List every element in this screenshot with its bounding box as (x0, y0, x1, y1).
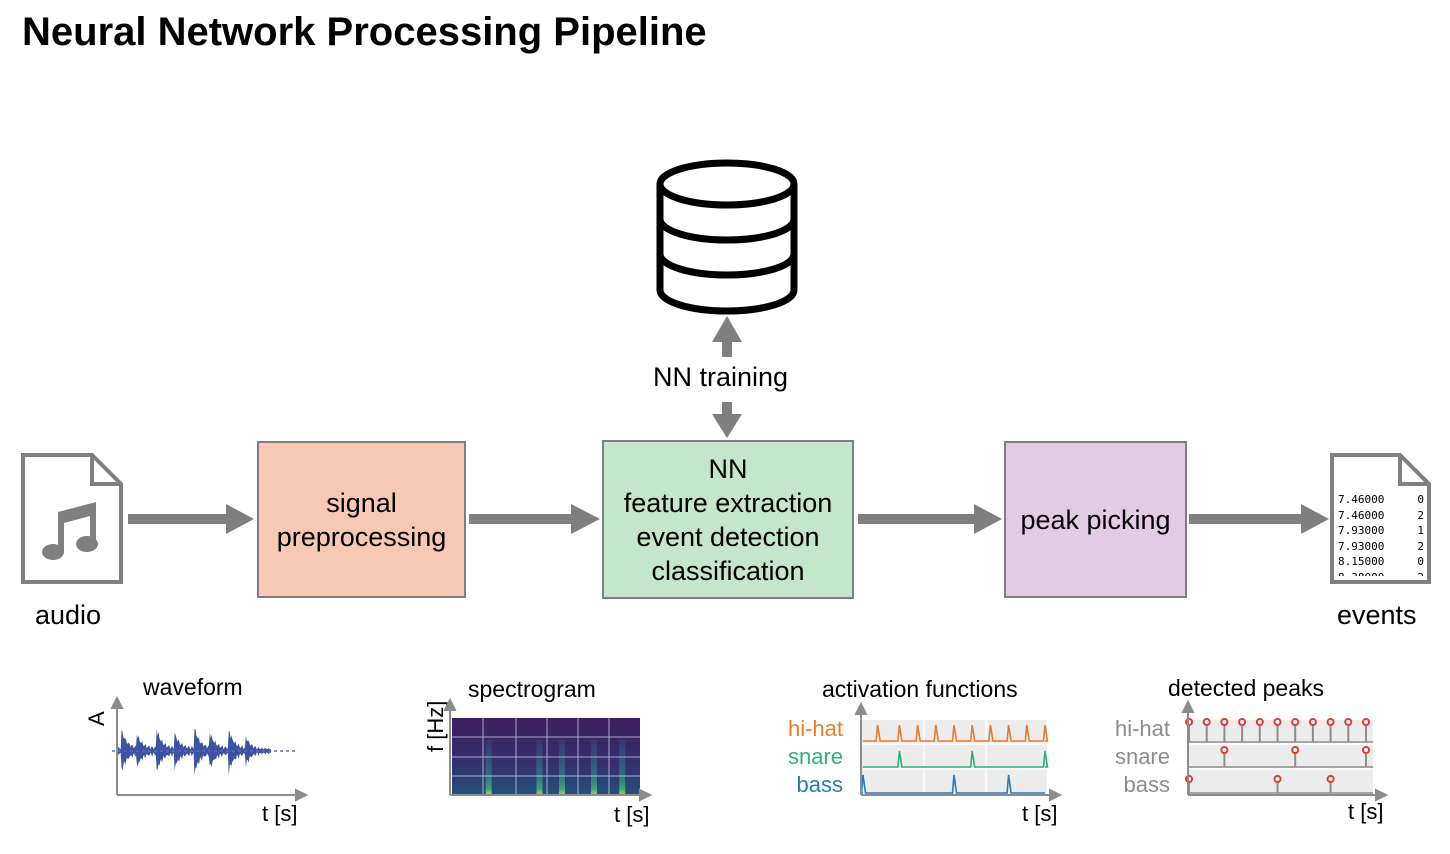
events-row: 7.93000 2 (1338, 539, 1424, 555)
event-class: 1 (1417, 524, 1424, 537)
preprocessing-block: signal preprocessing (257, 441, 466, 598)
peaks-row-bass: bass (1123, 772, 1170, 797)
events-row: 8.38000 2 (1338, 570, 1424, 577)
peaks-row-snare: snare (1114, 744, 1170, 769)
spectrogram-title: spectrogram (468, 676, 596, 702)
activations-title: activation functions (822, 676, 1018, 702)
activations-row-hihat: hi-hat (787, 716, 843, 741)
events-row: 8.15000 0 (1338, 554, 1424, 570)
database-icon (656, 159, 798, 315)
event-time: 7.93000 (1338, 539, 1385, 553)
flow-arrows (128, 316, 1329, 534)
event-class: 2 (1417, 508, 1424, 522)
events-file-icon (1330, 453, 1431, 584)
nn-line-4: classification (651, 555, 805, 586)
nn-block: NN feature extraction event detection cl… (602, 440, 854, 599)
input-label: audio (35, 600, 102, 630)
music-note-icon (42, 502, 98, 560)
activations-xlabel: t [s] (1022, 801, 1058, 826)
spectrogram-ylabel: f [Hz] (423, 700, 448, 752)
peaks-xlabel: t [s] (1348, 799, 1384, 824)
audio-file-icon (21, 453, 123, 584)
events-file-content: 7.46000 0 7.46000 2 7.93000 1 7.93000 2 8.15000 0… (1338, 492, 1424, 576)
event-class: 0 (1417, 493, 1424, 506)
event-time: 8.38000 (1338, 570, 1384, 577)
event-time: 8.15000 (1338, 555, 1385, 568)
events-row: 7.93000 1 (1338, 523, 1424, 539)
events-row: 7.46000 0 (1338, 492, 1424, 508)
activations-row-snare: snare (787, 744, 843, 769)
event-class: 2 (1417, 539, 1424, 553)
waveform-xlabel: t [s] (262, 801, 298, 826)
nn-line-2: feature extraction (623, 487, 833, 518)
waveform-title: waveform (143, 674, 243, 700)
event-time: 7.93000 (1338, 524, 1385, 537)
preprocessing-line-1: signal (326, 487, 397, 518)
event-class: 0 (1417, 555, 1424, 568)
output-label: events (1337, 600, 1417, 630)
nn-line-1: NN (708, 453, 748, 484)
event-class: 2 (1417, 570, 1424, 577)
peak-picking-line-1: peak picking (1020, 504, 1171, 535)
preprocessing-line-2: preprocessing (276, 521, 447, 552)
waveform-ylabel: A (84, 711, 109, 726)
spectrogram-xlabel: t [s] (614, 802, 650, 827)
activations-row-bass: bass (796, 772, 843, 797)
peaks-title: detected peaks (1168, 675, 1325, 701)
peaks-row-hihat: hi-hat (1114, 716, 1170, 741)
peak-picking-block: peak picking (1004, 441, 1187, 598)
events-row: 7.46000 2 (1338, 508, 1424, 524)
nn-line-3: event detection (636, 521, 820, 552)
event-time: 7.46000 (1338, 493, 1385, 506)
training-label: NN training (653, 362, 789, 392)
page-title: Neural Network Processing Pipeline (22, 10, 707, 54)
event-time: 7.46000 (1338, 508, 1385, 522)
